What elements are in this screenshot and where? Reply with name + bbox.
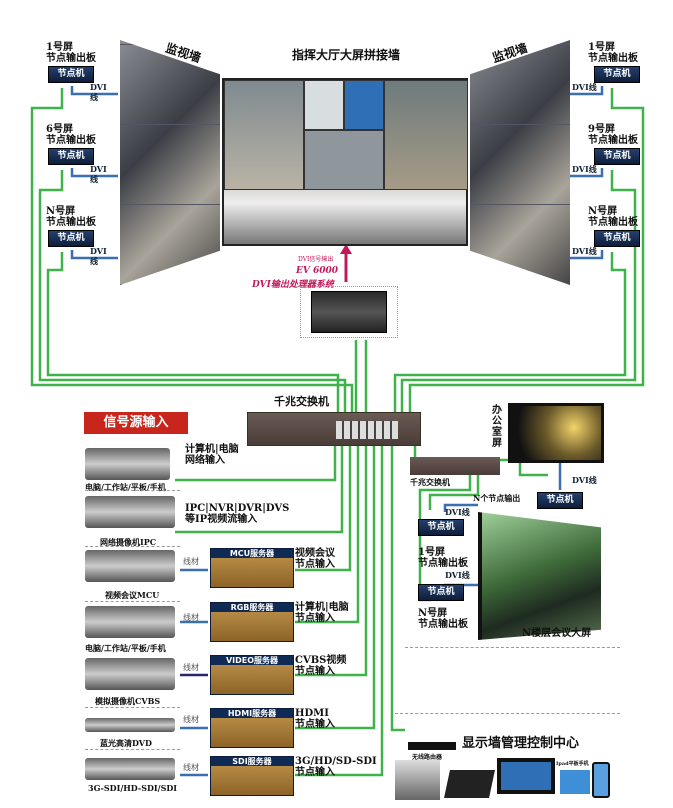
screen-label: 1号屏 bbox=[588, 42, 615, 53]
board-label: 节点输出板 bbox=[588, 217, 638, 228]
wireless-router-icon bbox=[408, 720, 456, 750]
node-machine[interactable]: 节点机 bbox=[48, 66, 94, 83]
dvi-cable-label: DVI线 bbox=[445, 570, 470, 580]
board-label: 节点输出板 bbox=[588, 135, 638, 146]
center-wall-title: 指挥大厅大屏拼接墙 bbox=[292, 48, 401, 62]
screen-label: N号屏 bbox=[588, 206, 618, 217]
router-label: 无线路由器 bbox=[412, 754, 443, 761]
source-input-label: CVBS视频节点输入 bbox=[295, 655, 347, 677]
processor-name: DVI输出处理器系统 bbox=[252, 280, 334, 290]
conference-wall-label: N楼层会议大屏 bbox=[522, 628, 592, 639]
cable-label: 线材 bbox=[183, 763, 199, 772]
left-node-1: 1号屏 节点输出板 节点机 DVI线 bbox=[46, 42, 107, 102]
dvi-cable-label: DVI线 bbox=[572, 82, 597, 92]
n-node-outputs-label: N个节点输出 bbox=[473, 493, 521, 503]
source-input-label: 计算机|电脑网络输入 bbox=[185, 444, 239, 466]
conference-wall bbox=[478, 512, 601, 640]
sdi-camera-icon bbox=[85, 758, 175, 780]
dvi-cable-label: DVI线 bbox=[90, 82, 107, 102]
laptop-icon bbox=[444, 770, 495, 798]
workstation-icon bbox=[85, 606, 175, 638]
control-center-title: 显示墙管理控制中心 bbox=[462, 736, 580, 751]
tablet-icon bbox=[497, 758, 555, 794]
cable-label: 线材 bbox=[183, 715, 199, 724]
left-monitor-wall bbox=[120, 40, 220, 285]
desktop-pc-icon bbox=[395, 760, 440, 800]
mcu-server[interactable]: MCU服务器 bbox=[210, 548, 294, 588]
gigabit-switch-label: 千兆交换机 bbox=[274, 395, 329, 408]
conference-node-1[interactable]: 节点机 bbox=[418, 519, 464, 536]
source-device-label: 3G-SDI/HD-SDI/SDI bbox=[88, 783, 178, 793]
video-conference-icon bbox=[85, 550, 175, 582]
node-machine[interactable]: 节点机 bbox=[594, 66, 640, 83]
node-machine[interactable]: 节点机 bbox=[48, 148, 94, 165]
office-screen-label: 办公室屏 bbox=[492, 405, 502, 449]
ev6000-processor[interactable] bbox=[300, 286, 398, 338]
cable-label: 线材 bbox=[183, 557, 199, 566]
right-node-9: 9号屏 节点输出板 节点机 DVI线 bbox=[572, 124, 640, 174]
office-dvi-label: DVI线 bbox=[572, 475, 597, 485]
board-1-label: 1号屏节点输出板 bbox=[418, 547, 468, 569]
hdmi-server[interactable]: HDMI服务器 bbox=[210, 708, 294, 748]
phone-icon bbox=[592, 762, 610, 798]
right-node-1: 1号屏 节点输出板 节点机 DVI线 bbox=[572, 42, 640, 92]
screen-label: 6号屏 bbox=[46, 124, 73, 135]
board-label: 节点输出板 bbox=[588, 53, 638, 64]
conference-node-n[interactable]: 节点机 bbox=[418, 584, 464, 601]
office-node-machine[interactable]: 节点机 bbox=[537, 492, 583, 509]
source-input-label: 视频会议节点输入 bbox=[295, 548, 335, 570]
processor-model: EV 6000 bbox=[296, 266, 339, 276]
source-device-label: 视频会议MCU bbox=[105, 590, 160, 600]
board-n-label: N号屏节点输出板 bbox=[418, 608, 468, 630]
screen-label: N号屏 bbox=[46, 206, 76, 217]
source-device-label: 电脑/工作站/平板/手机 bbox=[85, 643, 166, 653]
source-device-label: 模拟摄像机CVBS bbox=[95, 696, 161, 706]
dvi-cable-label: DVI线 bbox=[572, 164, 597, 174]
screen-label: 1号屏 bbox=[46, 42, 73, 53]
node-machine[interactable]: 节点机 bbox=[594, 148, 640, 165]
left-node-6: 6号屏 节点输出板 节点机 DVI线 bbox=[46, 124, 107, 184]
computer-devices-icon bbox=[85, 448, 170, 480]
source-input-label: 计算机|电脑节点输入 bbox=[295, 602, 349, 624]
source-device-label: 网络摄像机IPC bbox=[100, 537, 157, 547]
left-node-n: N号屏 节点输出板 节点机 DVI线 bbox=[46, 206, 107, 266]
dvi-signal-output-label: DVI信号输出 bbox=[298, 256, 334, 263]
board-label: 节点输出板 bbox=[46, 135, 96, 146]
source-device-label: 蓝光高清DVD bbox=[100, 738, 152, 748]
office-switch[interactable] bbox=[410, 457, 500, 475]
board-label: 节点输出板 bbox=[46, 217, 96, 228]
cable-label: 线材 bbox=[183, 613, 199, 622]
surface-icon bbox=[560, 770, 590, 794]
office-switch-label: 千兆交换机 bbox=[410, 477, 450, 487]
ipad-phone-label: Ipad平板手机 bbox=[556, 761, 589, 767]
board-label: 节点输出板 bbox=[46, 53, 96, 64]
dvi-cable-label: DVI线 bbox=[90, 164, 107, 184]
right-monitor-wall bbox=[470, 40, 570, 285]
office-screen bbox=[508, 403, 604, 463]
node-machine[interactable]: 节点机 bbox=[48, 230, 94, 247]
right-node-n: N号屏 节点输出板 节点机 DVI线 bbox=[572, 206, 640, 256]
analog-camera-icon bbox=[85, 658, 175, 690]
screen-label: 9号屏 bbox=[588, 124, 615, 135]
node-machine[interactable]: 节点机 bbox=[594, 230, 640, 247]
command-hall-video-wall bbox=[222, 78, 468, 246]
bluray-dvd-icon bbox=[85, 718, 175, 732]
dvi-cable-label: DVI线 bbox=[572, 246, 597, 256]
video-server[interactable]: VIDEO服务器 bbox=[210, 655, 294, 695]
cable-label: 线材 bbox=[183, 663, 199, 672]
rgb-server[interactable]: RGB服务器 bbox=[210, 602, 294, 642]
dvi-cable-label: DVI线 bbox=[90, 246, 107, 266]
dvi-cable-label: DVI线 bbox=[445, 507, 470, 517]
sdi-server[interactable]: SDI服务器 bbox=[210, 756, 294, 796]
ip-camera-icon bbox=[85, 496, 175, 528]
source-device-label: 电脑/工作站/平板/手机 bbox=[85, 482, 166, 492]
signal-source-header: 信号源输入 bbox=[84, 412, 188, 434]
gigabit-switch[interactable] bbox=[247, 412, 421, 446]
